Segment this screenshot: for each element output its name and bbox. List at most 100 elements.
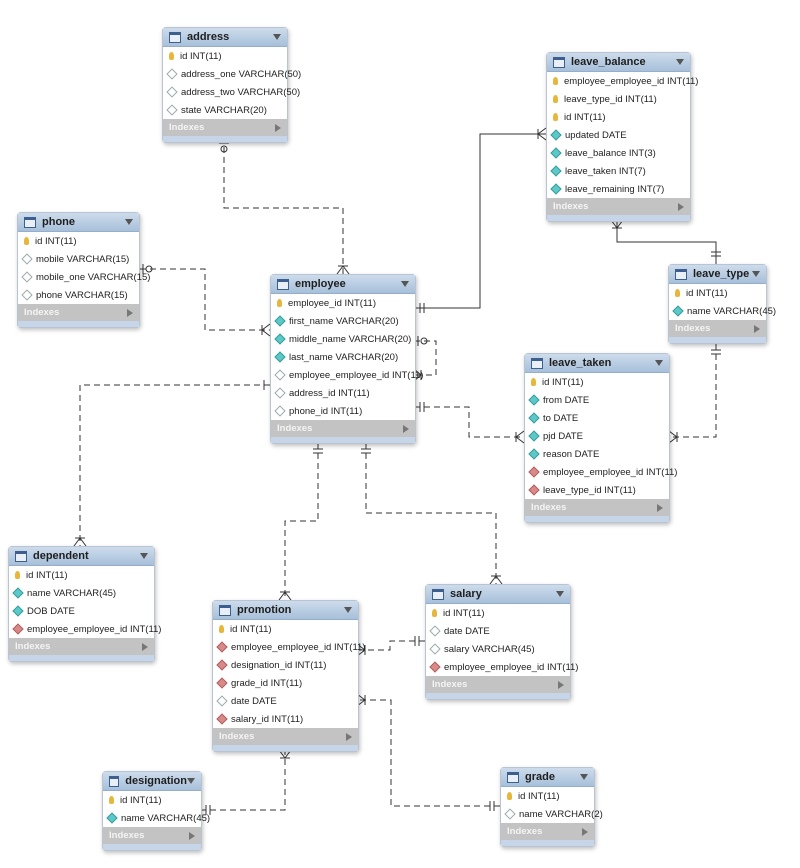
column-row[interactable]: employee_id INT(11) xyxy=(271,294,415,312)
column-row[interactable]: leave_balance INT(3) xyxy=(547,144,690,162)
column-row[interactable]: leave_type_id INT(11) xyxy=(547,90,690,108)
column-row[interactable]: first_name VARCHAR(20) xyxy=(271,312,415,330)
table-header[interactable]: employee xyxy=(271,275,415,294)
table-header[interactable]: salary xyxy=(426,585,570,604)
expand-arrow-icon[interactable] xyxy=(657,503,663,512)
indexes-section[interactable]: Indexes xyxy=(547,198,690,215)
table-header[interactable]: leave_type xyxy=(669,265,766,284)
table-header[interactable]: leave_balance xyxy=(547,53,690,72)
column-row[interactable]: salary VARCHAR(45) xyxy=(426,640,570,658)
column-row[interactable]: name VARCHAR(2) xyxy=(501,805,603,823)
expand-arrow-icon[interactable] xyxy=(189,831,195,840)
column-row[interactable]: id INT(11) xyxy=(163,47,287,65)
indexes-section[interactable]: Indexes xyxy=(9,638,154,655)
indexes-section[interactable]: Indexes xyxy=(669,320,766,337)
indexes-section[interactable]: Indexes xyxy=(163,119,287,136)
table-header[interactable]: grade xyxy=(501,768,594,787)
column-row[interactable]: address_two VARCHAR(50) xyxy=(163,83,300,101)
column-row[interactable]: leave_taken INT(7) xyxy=(547,162,690,180)
indexes-section[interactable]: Indexes xyxy=(213,728,358,745)
column-row[interactable]: designation_id INT(11) xyxy=(213,656,358,674)
column-row[interactable]: id INT(11) xyxy=(213,620,358,638)
dropdown-arrow-icon[interactable] xyxy=(273,34,281,40)
column-row[interactable]: reason DATE xyxy=(525,445,669,463)
column-row[interactable]: name VARCHAR(45) xyxy=(669,302,776,320)
table-header[interactable]: dependent xyxy=(9,547,154,566)
column-row[interactable]: employee_employee_id INT(11) xyxy=(426,658,578,676)
column-row[interactable]: id INT(11) xyxy=(669,284,766,302)
column-row[interactable]: leave_remaining INT(7) xyxy=(547,180,690,198)
column-row[interactable]: salary_id INT(11) xyxy=(213,710,358,728)
indexes-section[interactable]: Indexes xyxy=(18,304,139,321)
column-row[interactable]: middle_name VARCHAR(20) xyxy=(271,330,415,348)
column-row[interactable]: id INT(11) xyxy=(525,373,669,391)
column-row[interactable]: employee_employee_id INT(11) xyxy=(271,366,423,384)
indexes-section[interactable]: Indexes xyxy=(525,499,669,516)
column-row[interactable]: id INT(11) xyxy=(501,787,594,805)
column-row[interactable]: id INT(11) xyxy=(547,108,690,126)
column-row[interactable]: mobile_one VARCHAR(15) xyxy=(18,268,150,286)
column-row[interactable]: name VARCHAR(45) xyxy=(9,584,154,602)
column-row[interactable]: date DATE xyxy=(426,622,570,640)
dropdown-arrow-icon[interactable] xyxy=(344,607,352,613)
dropdown-arrow-icon[interactable] xyxy=(580,774,588,780)
column-row[interactable]: phone_id INT(11) xyxy=(271,402,415,420)
column-row[interactable]: id INT(11) xyxy=(9,566,154,584)
column-row[interactable]: address_one VARCHAR(50) xyxy=(163,65,301,83)
indexes-section[interactable]: Indexes xyxy=(103,827,201,844)
table-header[interactable]: promotion xyxy=(213,601,358,620)
table-header[interactable]: leave_taken xyxy=(525,354,669,373)
column-row[interactable]: last_name VARCHAR(20) xyxy=(271,348,415,366)
dropdown-arrow-icon[interactable] xyxy=(556,591,564,597)
column-row[interactable]: id INT(11) xyxy=(103,791,201,809)
dropdown-arrow-icon[interactable] xyxy=(187,778,195,784)
column-row[interactable]: id INT(11) xyxy=(18,232,139,250)
table-header[interactable]: designation xyxy=(103,772,201,791)
dropdown-arrow-icon[interactable] xyxy=(401,281,409,287)
indexes-section[interactable]: Indexes xyxy=(426,676,570,693)
dropdown-arrow-icon[interactable] xyxy=(140,553,148,559)
expand-arrow-icon[interactable] xyxy=(582,827,588,836)
dropdown-arrow-icon[interactable] xyxy=(655,360,663,366)
column-row[interactable]: to DATE xyxy=(525,409,669,427)
expand-arrow-icon[interactable] xyxy=(346,732,352,741)
column-row[interactable]: grade_id INT(11) xyxy=(213,674,358,692)
column-row[interactable]: mobile VARCHAR(15) xyxy=(18,250,139,268)
column-row[interactable]: pjd DATE xyxy=(525,427,669,445)
expand-arrow-icon[interactable] xyxy=(275,123,281,132)
column-row[interactable]: employee_employee_id INT(11) xyxy=(9,620,161,638)
column-row[interactable]: id INT(11) xyxy=(426,604,570,622)
expand-arrow-icon[interactable] xyxy=(127,308,133,317)
column-row[interactable]: employee_employee_id INT(11) xyxy=(547,72,698,90)
column-row[interactable]: employee_employee_id INT(11) xyxy=(213,638,365,656)
expand-arrow-icon[interactable] xyxy=(754,324,760,333)
column-row[interactable]: date DATE xyxy=(213,692,358,710)
column-row[interactable]: updated DATE xyxy=(547,126,690,144)
expand-arrow-icon[interactable] xyxy=(558,680,564,689)
dropdown-arrow-icon[interactable] xyxy=(752,271,760,277)
column-row[interactable]: from DATE xyxy=(525,391,669,409)
table-header[interactable]: phone xyxy=(18,213,139,232)
expand-arrow-icon[interactable] xyxy=(403,424,409,433)
column-row[interactable]: DOB DATE xyxy=(9,602,154,620)
expand-arrow-icon[interactable] xyxy=(678,202,684,211)
column-row[interactable]: name VARCHAR(45) xyxy=(103,809,210,827)
column-row[interactable]: employee_employee_id INT(11) xyxy=(525,463,677,481)
expand-arrow-icon[interactable] xyxy=(142,642,148,651)
column-row[interactable]: phone VARCHAR(15) xyxy=(18,286,139,304)
dropdown-arrow-icon[interactable] xyxy=(125,219,133,225)
indexes-section[interactable]: Indexes xyxy=(271,420,415,437)
table-header[interactable]: address xyxy=(163,28,287,47)
column-row[interactable]: state VARCHAR(20) xyxy=(163,101,287,119)
